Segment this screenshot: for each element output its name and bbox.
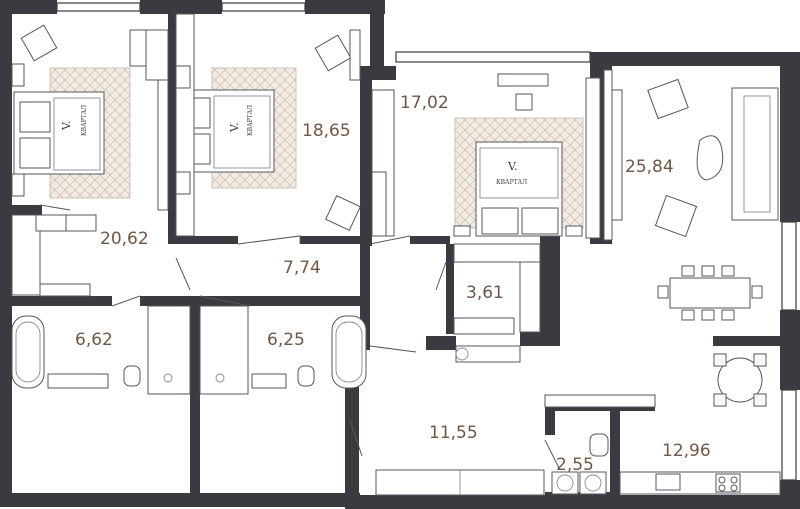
windows	[56, 2, 797, 507]
bath-1-fixtures	[11, 305, 191, 395]
svg-text:КВАРТАЛ: КВАРТАЛ	[247, 105, 254, 136]
svg-text:V.: V.	[228, 122, 241, 133]
svg-text:КВАРТАЛ: КВАРТАЛ	[496, 179, 527, 186]
room-area-wardrobe: 3,61	[466, 283, 504, 303]
svg-text:КВАРТАЛ: КВАРТАЛ	[81, 105, 88, 136]
room-area-bedroom-3: 17,02	[400, 93, 449, 113]
room-area-bedroom-2: 18,65	[302, 121, 351, 141]
laundry-fixtures	[551, 433, 609, 495]
room-area-laundry: 2,55	[556, 455, 594, 475]
bedroom-2-furniture: V. КВАРТАЛ	[175, 13, 361, 237]
room-area-bedroom-1: 20,62	[100, 229, 149, 249]
doors	[39, 204, 561, 471]
room-area-bath-2: 6,25	[267, 330, 305, 350]
living-furniture	[603, 69, 779, 321]
room-area-bath-1: 6,62	[75, 330, 113, 350]
svg-text:V.: V.	[507, 160, 518, 173]
room-area-living: 25,84	[625, 157, 674, 177]
room-area-kitchen: 12,96	[662, 441, 711, 461]
bedroom-3-furniture: V. КВАРТАЛ	[371, 73, 601, 239]
hall-storage	[375, 469, 545, 496]
bedroom-1-furniture: V. КВАРТАЛ	[11, 24, 169, 297]
room-area-hall: 11,55	[429, 423, 478, 443]
room-area-corridor: 7,74	[283, 258, 321, 278]
svg-text:V.: V.	[60, 120, 73, 131]
kitchen-furniture	[544, 353, 781, 495]
bath-2-fixtures	[199, 305, 367, 395]
wardrobe-furniture	[453, 243, 541, 363]
